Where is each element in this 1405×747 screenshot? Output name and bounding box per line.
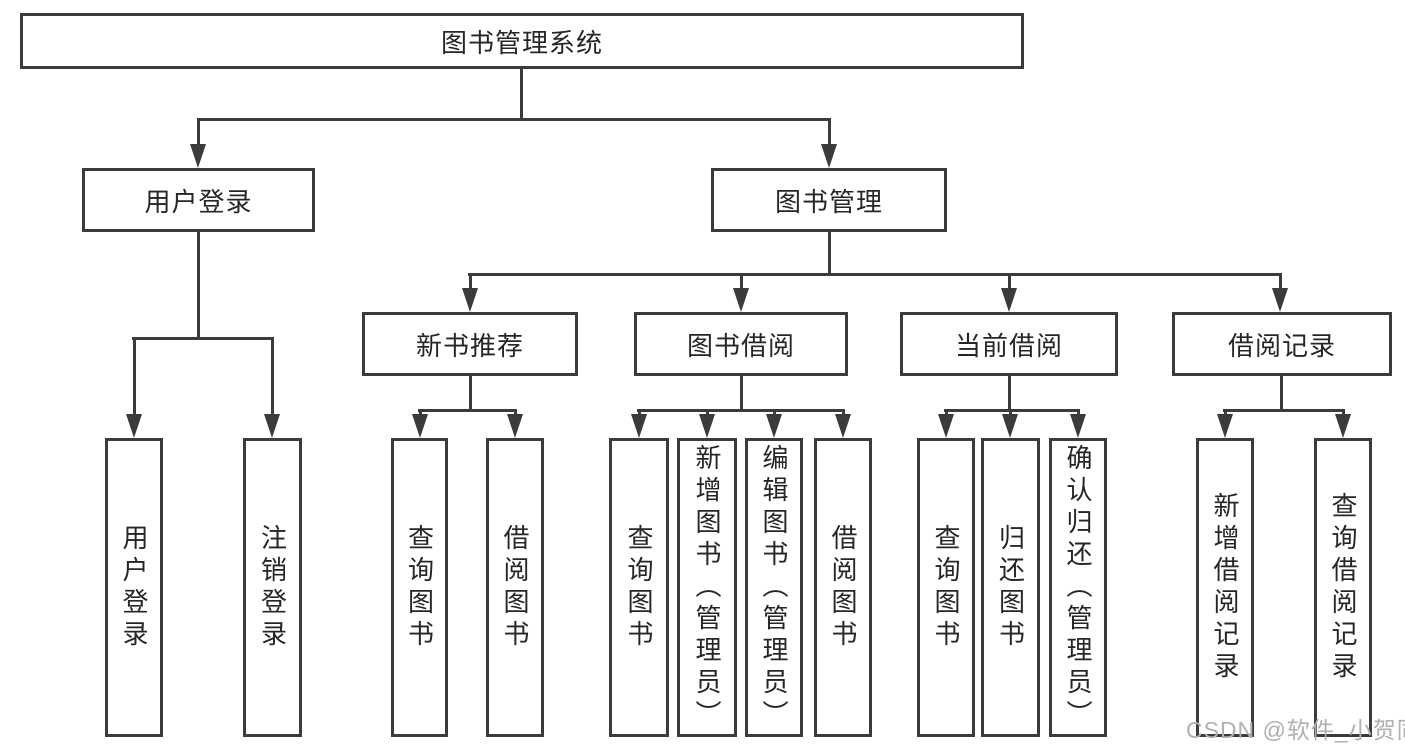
arrow-down-icon [412, 414, 428, 438]
connector-drop-leaf [133, 337, 136, 422]
connector-drop-user-login [197, 118, 200, 148]
arrow-down-icon [631, 414, 647, 438]
arrow-down-icon [507, 414, 523, 438]
node-current-borrow: 当前借阅 [900, 312, 1118, 376]
leaf-logout: 注销登录 [243, 438, 302, 737]
leaf-bb-edit-book-admin: 编辑图书（管理员） [745, 438, 803, 737]
connector-section-stem [740, 376, 743, 409]
node-book-mgmt-label: 图书管理 [774, 186, 883, 217]
arrow-down-icon [1002, 414, 1018, 438]
connector-drop-section [1008, 273, 1011, 298]
connector-book-mgmt-stem [828, 232, 831, 273]
leaf-cb-return-book: 归还图书 [981, 438, 1040, 737]
node-book-borrow: 图书借阅 [634, 312, 848, 376]
arrow-down-icon [821, 144, 837, 168]
leaf-logout-label: 注销登录 [257, 523, 288, 652]
arrow-down-icon [264, 414, 280, 438]
leaf-nb-borrow-book-label: 借阅图书 [500, 523, 530, 652]
leaf-bb-edit-book-admin-label: 编辑图书（管理员） [759, 443, 789, 732]
leaf-br-query-record-label: 查询借阅记录 [1328, 491, 1358, 684]
leaf-cb-query-book: 查询图书 [917, 438, 975, 737]
leaf-br-add-record-label: 新增借阅记录 [1210, 491, 1240, 684]
leaf-cb-query-book-label: 查询图书 [931, 523, 961, 652]
connector-section-branch [637, 409, 845, 412]
connector-root-stem [520, 69, 523, 118]
connector-drop-section [740, 273, 743, 298]
leaf-user-login-label: 用户登录 [119, 523, 149, 652]
arrow-down-icon [766, 414, 782, 438]
connector-drop-book-mgmt [828, 118, 831, 148]
leaf-bb-add-book-admin: 新增图书（管理员） [677, 438, 737, 737]
leaf-br-add-record: 新增借阅记录 [1196, 438, 1254, 737]
node-book-borrow-label: 图书借阅 [686, 330, 795, 361]
node-new-book-recommend-label: 新书推荐 [415, 330, 524, 361]
arrow-down-icon [126, 414, 142, 438]
arrow-down-icon [1272, 288, 1288, 312]
connector-section-stem [469, 376, 472, 409]
leaf-nb-query-book: 查询图书 [391, 438, 448, 737]
leaf-br-query-record: 查询借阅记录 [1314, 438, 1372, 737]
leaf-cb-return-book-label: 归还图书 [995, 523, 1026, 652]
leaf-bb-query-book-label: 查询图书 [624, 523, 654, 652]
node-borrow-record-label: 借阅记录 [1227, 330, 1336, 361]
connector-user-login-stem [197, 232, 200, 337]
connector-drop-leaf [271, 337, 274, 422]
connector-user-login-branch [132, 337, 274, 340]
arrow-down-icon [699, 414, 715, 438]
node-current-borrow-label: 当前借阅 [954, 330, 1063, 361]
leaf-cb-confirm-return-admin-label: 确认归还（管理员） [1063, 443, 1093, 732]
arrow-down-icon [1070, 414, 1086, 438]
arrow-down-icon [190, 144, 206, 168]
connector-drop-section [1279, 273, 1282, 298]
connector-section-branch [418, 409, 517, 412]
leaf-bb-add-book-admin-label: 新增图书（管理员） [692, 443, 722, 732]
leaf-nb-borrow-book: 借阅图书 [486, 438, 544, 737]
arrow-down-icon [1217, 414, 1233, 438]
leaf-bb-borrow-book: 借阅图书 [814, 438, 872, 737]
connector-section-branch [1223, 409, 1345, 412]
leaf-bb-query-book: 查询图书 [609, 438, 669, 737]
node-book-mgmt: 图书管理 [711, 168, 947, 232]
connector-section-stem [1280, 376, 1283, 409]
connector-drop-section [469, 273, 472, 298]
watermark: CSDN @软件_小贺同学 [1186, 717, 1405, 743]
node-borrow-record: 借阅记录 [1172, 312, 1392, 376]
arrow-down-icon [1001, 288, 1017, 312]
arrow-down-icon [733, 288, 749, 312]
arrow-down-icon [1335, 414, 1351, 438]
node-user-login: 用户登录 [82, 168, 315, 232]
leaf-user-login: 用户登录 [105, 438, 163, 737]
arrow-down-icon [938, 414, 954, 438]
leaf-bb-borrow-book-label: 借阅图书 [828, 523, 858, 652]
node-root-label: 图书管理系统 [440, 27, 603, 58]
arrow-down-icon [835, 414, 851, 438]
leaf-nb-query-book-label: 查询图书 [404, 523, 435, 652]
node-new-book-recommend: 新书推荐 [362, 312, 578, 376]
node-user-login-label: 用户登录 [144, 186, 253, 217]
connector-book-mgmt-branch [468, 273, 1281, 276]
leaf-cb-confirm-return-admin: 确认归还（管理员） [1049, 438, 1107, 737]
arrow-down-icon [462, 288, 478, 312]
connector-section-stem [1008, 376, 1011, 409]
node-root: 图书管理系统 [20, 13, 1024, 69]
connector-root-branch [197, 118, 831, 121]
connector-section-branch [944, 409, 1080, 412]
